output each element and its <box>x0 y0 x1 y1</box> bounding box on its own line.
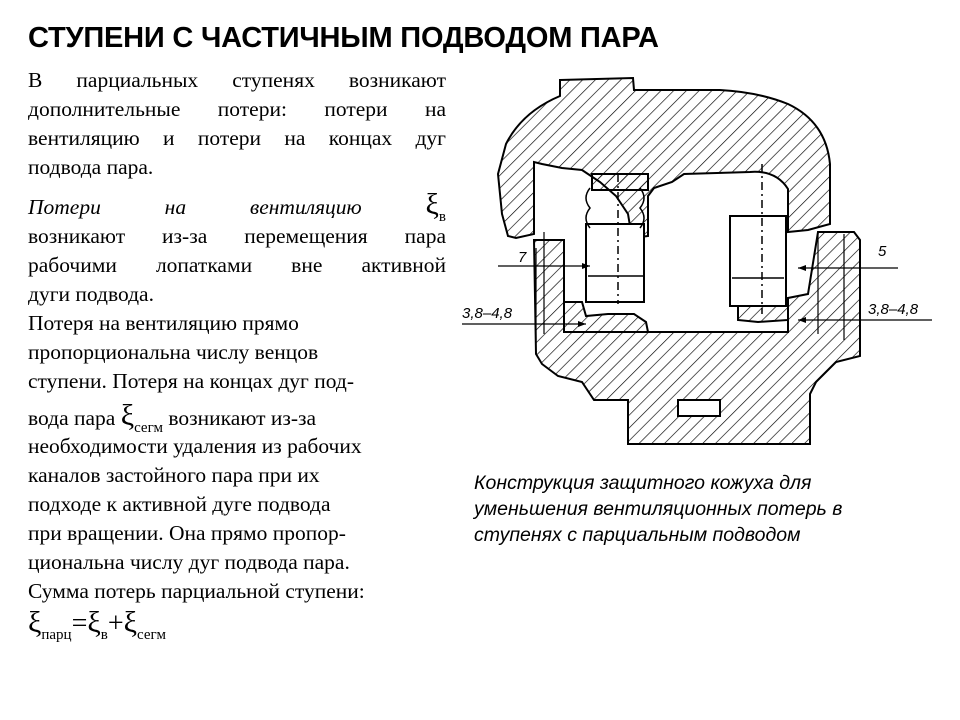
text-line: дополнительные потери: потери на <box>28 97 446 121</box>
vent-word-2: на <box>164 195 187 219</box>
text-line-seg: вода пара ξсегм возникают из-за <box>28 399 317 436</box>
page-title: СТУПЕНИ С ЧАСТИЧНЫМ ПОДВОДОМ ПАРА <box>28 22 659 54</box>
right-blade-slot <box>729 215 787 307</box>
text-line: при вращении. Она прямо пропор- <box>28 521 346 545</box>
paragraph-vent: возникают из-за перемещения пара рабочим… <box>28 222 446 309</box>
text-line: каналов застойного пара при их <box>28 463 320 487</box>
caption-line: ступенях с парциальным подводом <box>474 524 801 546</box>
text-line: Сумма потерь парциальной ступени: <box>28 579 365 603</box>
dim-label-left-top: 7 <box>518 249 527 266</box>
dim-label-right-top: 5 <box>878 243 887 260</box>
xi-v-symbol: ξв <box>425 188 446 226</box>
caption-line: Конструкция защитного кожуха для <box>474 472 812 494</box>
left-seal <box>563 301 650 333</box>
main-text: В парциальных ступенях возникают дополни… <box>28 66 446 650</box>
left-blade-slot <box>585 223 645 303</box>
caption-line: уменьшения вентиляционных потерь в <box>474 498 843 520</box>
text-line: рабочими лопатками вне активной <box>28 253 446 277</box>
text-line: ступени. Потеря на концах дуг под- <box>28 369 354 393</box>
upper-casing <box>496 76 831 240</box>
vent-word-1: Потери <box>28 195 101 219</box>
root-slot <box>677 399 721 417</box>
text-line: Потеря на вентиляцию прямо <box>28 311 299 335</box>
text-line: пропорциональна числу венцов <box>28 340 319 364</box>
figure-caption: Конструкция защитного кожуха для уменьше… <box>474 470 934 548</box>
dim-label-left-bottom: 3,8–4,8 <box>462 305 513 322</box>
left-tongue <box>591 173 649 191</box>
shroud-cross-section-drawing: 7 5 3,8–4,8 3,8–4,8 <box>462 76 932 445</box>
text-line: подходе к активной дуге подвода <box>28 492 331 516</box>
text-line: циональна числу дуг подвода пара. <box>28 550 350 574</box>
text-line: возникают из-за перемещения пара <box>28 224 446 248</box>
vent-word-3: вентиляцию <box>249 195 362 219</box>
paragraph-ratio: Потеря на вентиляцию прямо пропорциональ… <box>28 309 446 606</box>
vent-heading: Потери на вентиляцию ξв <box>28 190 446 226</box>
paragraph-intro: В парциальных ступенях возникают дополни… <box>28 66 446 182</box>
text-line: необходимости удаления из рабочих <box>28 434 362 458</box>
formula: ξпарц=ξв+ξсегм <box>28 606 166 644</box>
xi-seg-symbol: ξ <box>120 399 135 432</box>
dim-label-right-bottom: 3,8–4,8 <box>868 301 919 318</box>
text-line: вентиляцию и потери на концах дуг <box>28 126 446 150</box>
text-line: дуги подвода. <box>28 282 154 306</box>
text-line: подвода пара. <box>28 155 154 179</box>
text-line: В парциальных ступенях возникают <box>28 68 446 92</box>
